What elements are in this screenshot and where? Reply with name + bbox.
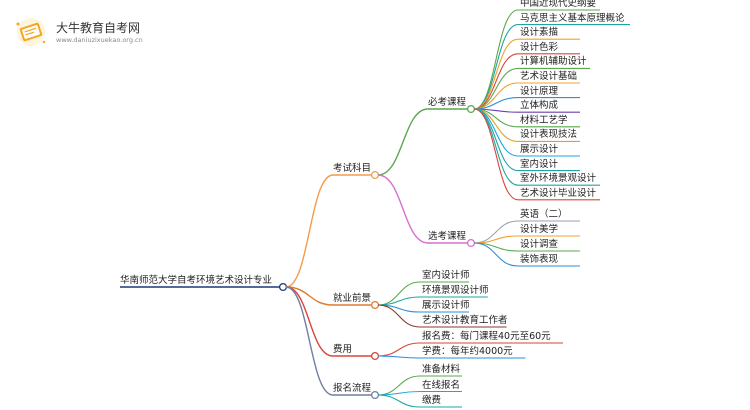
leaf-b1-2: 展示设计师 — [422, 300, 470, 311]
leaf-b2-0: 报名费：每门课程40元至60元 — [422, 331, 551, 342]
leaf-0-0: 中国近现代史纲要 — [520, 0, 597, 9]
branch-3: 报名流程 — [333, 383, 372, 394]
leaf-0-9: 设计表现技法 — [520, 129, 578, 141]
leaf-b1-1: 环境景观设计师 — [422, 285, 489, 296]
leaf-0-4: 计算机辅助设计 — [520, 56, 587, 68]
leaf-0-8: 材料工艺学 — [520, 114, 568, 126]
leaf-1-1: 设计美学 — [520, 224, 559, 235]
leaf-0-2: 设计素描 — [520, 27, 559, 39]
leaf-0-5: 艺术设计基础 — [520, 71, 578, 82]
root-topic: 华南师范大学自考环境艺术设计专业 — [120, 275, 273, 286]
leaf-0-13: 艺术设计毕业设计 — [520, 187, 597, 199]
site-logo: 大牛教育自考网 www.daniuzixuekao.org.cn — [12, 16, 162, 50]
branch-0: 考试科目 — [333, 163, 372, 174]
leaf-b1-3: 艺术设计教育工作者 — [422, 315, 508, 326]
leaf-1-2: 设计调查 — [520, 239, 559, 250]
leaf-b3-1: 在线报名 — [422, 379, 461, 391]
leaf-0-7: 立体构成 — [520, 100, 559, 112]
branch-1: 就业前景 — [333, 293, 372, 304]
leaf-0-12: 室外环境景观设计 — [520, 173, 597, 185]
leaf-b1-0: 室内设计师 — [422, 270, 470, 281]
leaf-0-10: 展示设计 — [520, 144, 559, 155]
leaf-0-3: 设计色彩 — [520, 41, 559, 53]
sub-1: 选考课程 — [428, 231, 467, 242]
leaf-b3-2: 缴费 — [422, 395, 442, 406]
leaf-b3-0: 准备材料 — [422, 364, 461, 375]
branch-2: 费用 — [333, 344, 353, 355]
leaf-b2-1: 学费：每年约4000元 — [422, 346, 513, 357]
leaf-1-0: 英语（二） — [520, 209, 568, 220]
leaf-0-11: 室内设计 — [520, 158, 559, 170]
logo-url: www.daniuzixuekao.org.cn — [56, 36, 143, 44]
book-logo-icon — [16, 18, 46, 46]
leaf-0-6: 设计原理 — [520, 85, 559, 97]
sub-0: 必考课程 — [428, 97, 467, 108]
logo-title: 大牛教育自考网 — [56, 21, 141, 35]
leaf-1-3: 装饰表现 — [520, 254, 559, 265]
leaf-0-1: 马克思主义基本原理概论 — [520, 12, 625, 24]
